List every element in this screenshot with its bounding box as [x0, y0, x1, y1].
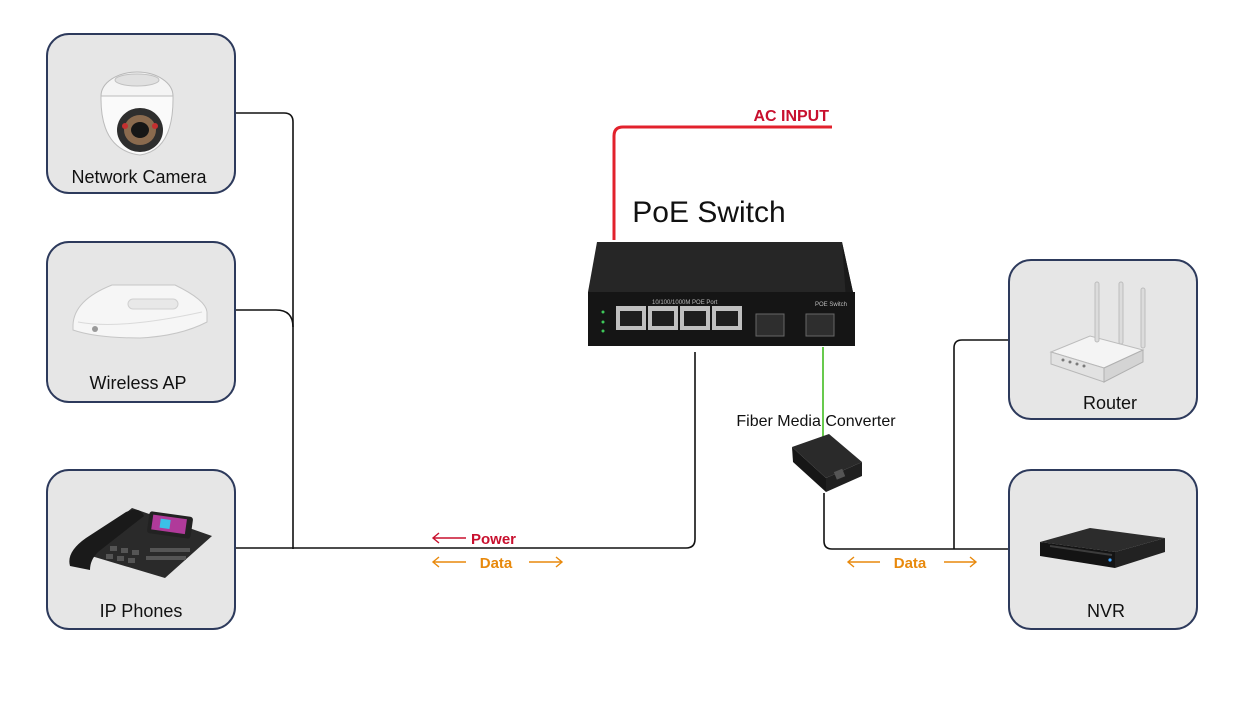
data-arrow-left — [431, 556, 466, 568]
device-label-wireless-ap: Wireless AP — [89, 373, 186, 393]
data-label-right: Data — [894, 555, 927, 572]
cables — [236, 112, 1008, 550]
switch-title: PoE Switch — [632, 196, 785, 229]
switch-top — [588, 242, 853, 292]
rj45-ports — [616, 306, 742, 330]
device-card-router: Router — [1008, 259, 1198, 420]
poe-switch: PoE Switch 10/100/1000M POE Port POE Swi… — [588, 196, 855, 346]
data-label-left: Data — [480, 555, 513, 572]
device-card-network-camera: Network Camera — [46, 33, 236, 194]
device-label-router: Router — [1083, 393, 1137, 413]
dome-camera-icon — [100, 71, 174, 156]
data-arrow-left — [846, 556, 880, 568]
ac-input-label: AC INPUT — [753, 108, 829, 125]
phone-cable — [236, 352, 696, 549]
ac-input-cable — [612, 125, 832, 240]
nvr-cable — [823, 493, 1008, 550]
device-label-network-camera: Network Camera — [71, 167, 207, 187]
status-leds — [601, 310, 605, 333]
router-cable — [953, 339, 1008, 549]
device-label-nvr: NVR — [1087, 601, 1125, 621]
sfp-ports — [755, 313, 835, 337]
power-label: Power — [471, 531, 516, 548]
router-icon — [1049, 281, 1146, 383]
power-arrow — [431, 532, 466, 544]
legend-right: Data — [846, 555, 978, 572]
device-label-ip-phones: IP Phones — [100, 601, 183, 621]
device-card-nvr: NVR — [1008, 469, 1198, 630]
device-card-ip-phones: IP Phones — [46, 469, 236, 630]
switch-panel-brand: POE Switch — [815, 302, 847, 308]
nvr-icon — [1040, 528, 1165, 568]
device-card-wireless-ap: Wireless AP — [46, 241, 236, 403]
data-arrow-right — [944, 556, 978, 568]
switch-panel-header: 10/100/1000M POE Port — [652, 300, 718, 306]
camera-cable — [236, 112, 294, 549]
legend-left: Power Data — [431, 531, 564, 572]
ap-cable — [236, 309, 294, 328]
data-arrow-right — [529, 556, 564, 568]
access-point-icon — [72, 284, 208, 339]
converter-label: Fiber Media Converter — [736, 413, 896, 430]
fiber-media-converter: Fiber Media Converter — [736, 413, 896, 492]
media-converter-icon — [792, 434, 862, 492]
ip-phone-icon — [69, 508, 212, 578]
